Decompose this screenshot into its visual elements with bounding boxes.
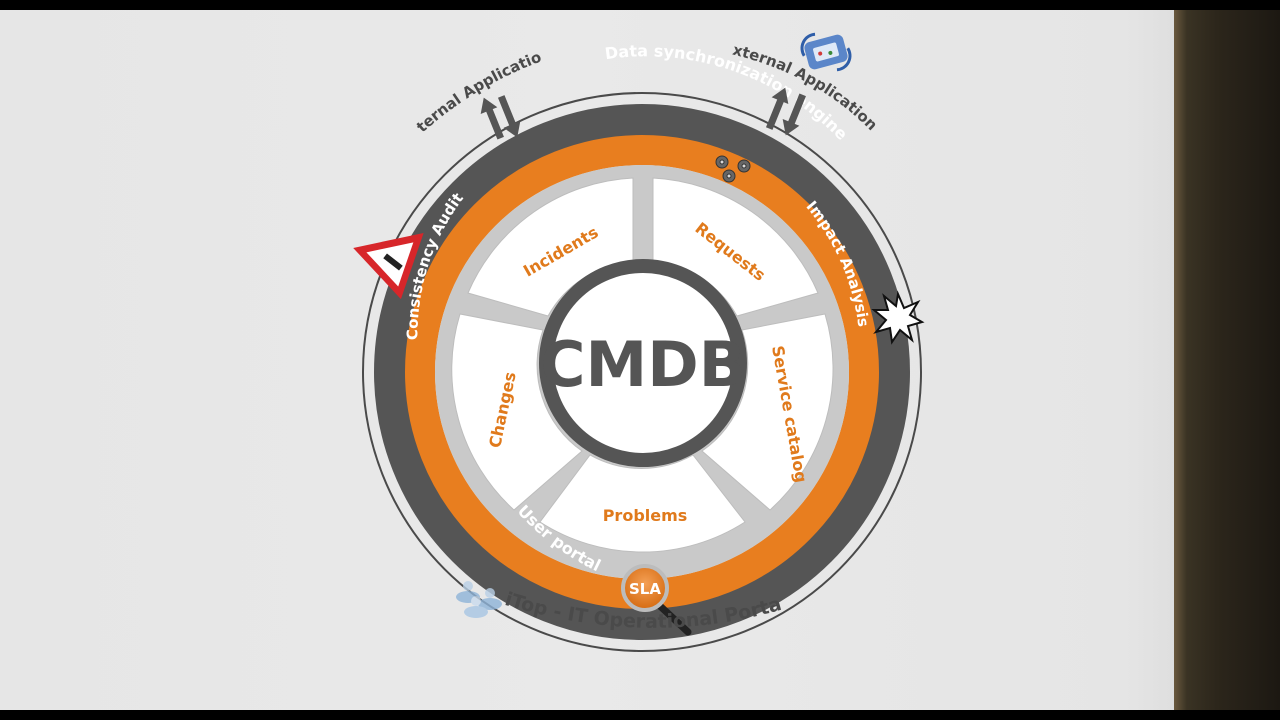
right-edge-blurred-background (1174, 10, 1280, 710)
segment-problems[interactable] (539, 454, 746, 553)
cmdb-center-circle[interactable] (539, 259, 747, 467)
segment-label-problems: Problems (603, 506, 688, 525)
external-applications-left: External Applications (0, 10, 544, 136)
sla-magnifier-icon (621, 564, 692, 636)
explosion-icon (871, 290, 925, 345)
sync-arrows-left-icon (480, 95, 521, 140)
cmdb-center-label: CMDB (540, 328, 746, 401)
segment-changes[interactable] (451, 313, 583, 511)
segment-service-catalog[interactable] (701, 313, 834, 511)
dark-ring (374, 104, 910, 640)
slide-stage: CMDB Incidents Requests Service catalog … (0, 10, 1280, 710)
cmdb-diagram: CMDB Incidents Requests Service catalog … (0, 10, 925, 652)
sla-badge-label: SLA (629, 580, 661, 598)
sync-arrows-right-icon (765, 87, 806, 136)
network-sync-icon (800, 32, 852, 72)
users-icon (456, 581, 502, 618)
gears-icon (715, 155, 751, 183)
warning-sign-icon (353, 232, 424, 300)
outer-thin-ring (362, 92, 922, 652)
